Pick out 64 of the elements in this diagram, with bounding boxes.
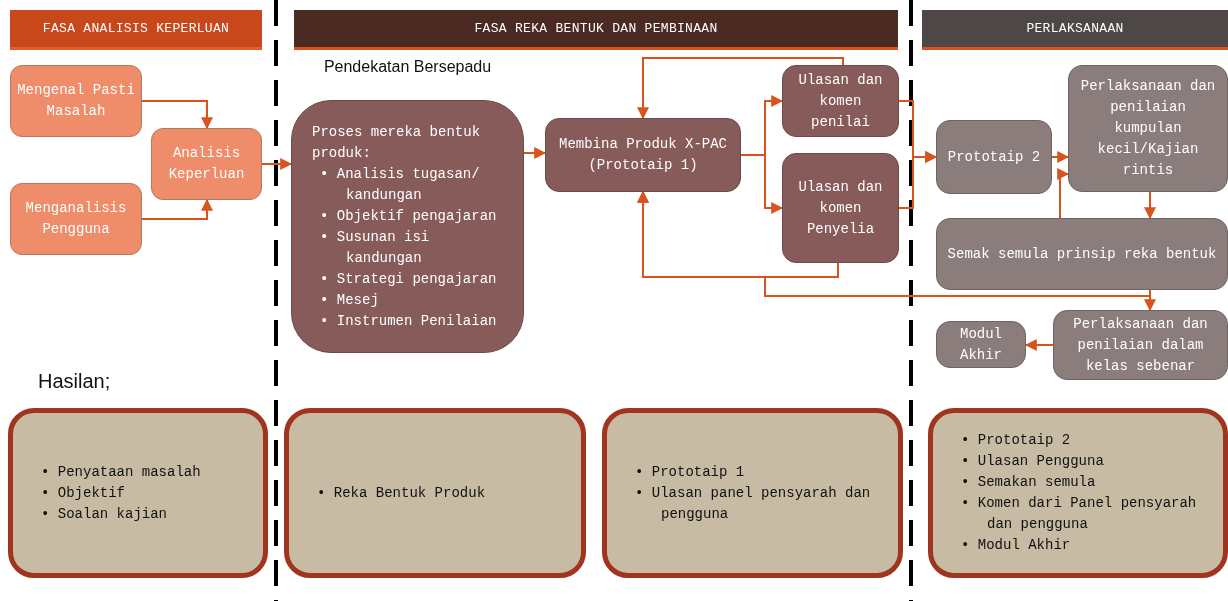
- box-text: Menganalisis Pengguna: [24, 199, 128, 239]
- arrow: [1144, 191, 1156, 220]
- bullet-item: • Ulasan panel pensyarah dan pengguna: [635, 483, 872, 524]
- phase-header: [10, 10, 262, 50]
- process-box: [151, 128, 262, 200]
- header-text: PERLAKSANAAN: [1026, 20, 1124, 38]
- process-box: [782, 153, 899, 263]
- bullet-item: • Soalan kajian: [41, 504, 169, 524]
- outcome-box: [928, 408, 1228, 578]
- arrow: [1051, 151, 1070, 163]
- process-box: [1053, 310, 1228, 380]
- bullet-item: • Mesej: [320, 290, 380, 310]
- box-text: Membina Produk X-PAC (Prototaip 1): [558, 135, 728, 175]
- bullet-item: • Ulasan Pengguna: [961, 452, 1105, 471]
- box-text: Proses mereka bentuk produk:: [311, 122, 482, 163]
- bullet-item: • Objektif: [41, 483, 126, 503]
- bullet-item: • Komen dari Panel pensyarah dan pengguna: [961, 494, 1198, 534]
- bullet-item: • Penyataan masalah: [41, 462, 202, 482]
- box-text: Semak semula prinsip reka bentuk: [947, 244, 1217, 264]
- process-box: [545, 118, 741, 192]
- header-text: FASA REKA BENTUK DAN PEMBINAAN: [474, 20, 718, 38]
- arrow: [637, 57, 844, 120]
- outcome-box: [284, 408, 586, 578]
- arrow: [261, 158, 293, 170]
- phase-header: [294, 10, 898, 50]
- bullet-item: • Prototaip 2: [961, 431, 1072, 450]
- box-text: Modul Akhir: [959, 324, 1003, 365]
- bullet-item: • Reka Bentuk Produk: [317, 483, 487, 503]
- process-box: [936, 218, 1228, 290]
- box-text: Mengenal Pasti Masalah: [17, 81, 135, 121]
- arrow: [1024, 339, 1054, 351]
- process-box: [936, 321, 1026, 368]
- bullet-item: • Semakan semula: [961, 473, 1097, 492]
- process-box: [10, 183, 142, 255]
- bullet-item: • Modul Akhir: [961, 536, 1072, 555]
- box-text: Prototaip 2: [947, 147, 1041, 167]
- arrow: [637, 190, 1151, 297]
- bullet-item: • Prototaip 1: [635, 462, 746, 482]
- box-text: Ulasan dan komen penilai: [797, 70, 884, 132]
- bullet-item: • Analisis tugasan/ kandungan: [320, 164, 481, 205]
- phase-header: [922, 10, 1228, 50]
- process-box: [10, 65, 142, 137]
- process-box: [936, 120, 1052, 194]
- arrow: [1057, 168, 1070, 219]
- outcome-box: [8, 408, 268, 578]
- bullet-item: • Instrumen Penilaian: [320, 311, 498, 331]
- arrow: [141, 100, 213, 130]
- outcome-box: [602, 408, 903, 578]
- bullet-item: • Susunan isi kandungan: [320, 227, 431, 268]
- process-box: [782, 65, 899, 137]
- note-text: Hasilan;: [38, 370, 111, 393]
- arrow: [523, 147, 547, 159]
- box-text: Ulasan dan komen Penyelia: [797, 177, 884, 239]
- box-text: Perlaksanaan dan penilaian kumpulan kecil/Kajian rintis: [1079, 77, 1217, 180]
- arrow: [898, 151, 938, 209]
- process-box: [1068, 65, 1228, 192]
- arrow: [141, 198, 213, 220]
- header-text: FASA ANALISIS KEPERLUAN: [42, 20, 230, 38]
- box-text: Perlaksanaan dan penilaian dalam kelas sebenar: [1072, 314, 1209, 376]
- arrow: [740, 154, 784, 214]
- heading-text: Pendekatan Bersepadu: [322, 57, 493, 77]
- bullet-item: • Strategi pengajaran: [320, 269, 498, 289]
- box-text: Analisis Keperluan: [167, 144, 246, 184]
- bullet-item: • Objektif pengajaran: [320, 206, 498, 226]
